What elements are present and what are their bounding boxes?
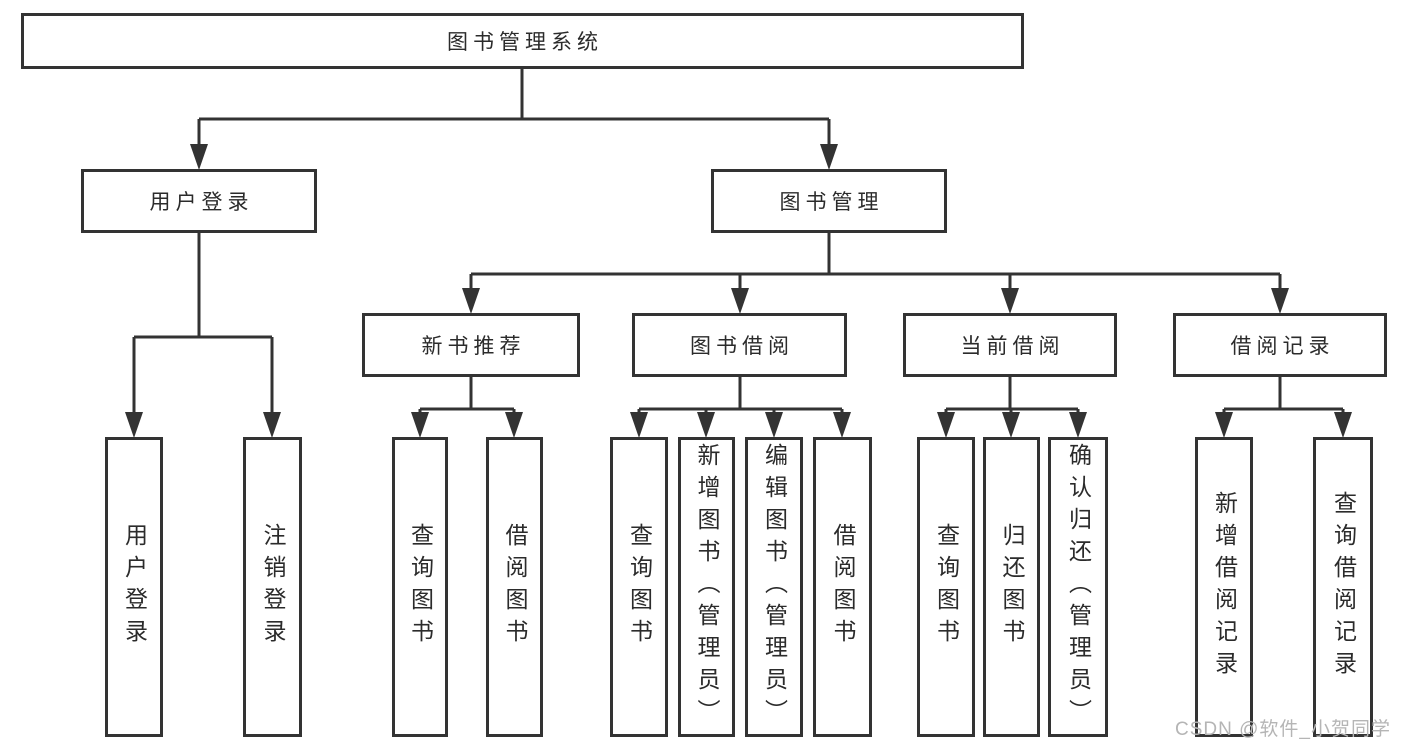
node-system-root: 图书管理系统 [21, 13, 1024, 69]
leaf-newbooks-borrow-books: 借阅图书 [486, 437, 543, 737]
leaf-label: 查询图书 [626, 523, 653, 651]
leaf-borrowing-edit-books-admin: 编辑图书（管理员） [745, 437, 803, 737]
node-borrowing-records: 借阅记录 [1173, 313, 1387, 377]
leaf-label: 查询图书 [933, 523, 960, 651]
node-label: 借阅记录 [1230, 335, 1335, 358]
node-label: 新书推荐 [421, 335, 526, 358]
leaf-borrowing-query-books: 查询图书 [610, 437, 668, 737]
leaf-newbooks-query-books: 查询图书 [392, 437, 448, 737]
leaf-label: 新增借阅记录 [1211, 491, 1238, 683]
leaf-records-add-record: 新增借阅记录 [1195, 437, 1253, 737]
node-label: 用户登录 [149, 191, 254, 214]
leaf-label: 注销登录 [260, 523, 286, 651]
leaf-borrowing-add-books-admin: 新增图书（管理员） [678, 437, 735, 737]
leaf-label: 查询借阅记录 [1330, 491, 1357, 683]
node-book-management-branch: 图书管理 [711, 169, 947, 233]
node-current-borrowing: 当前借阅 [903, 313, 1117, 377]
leaf-records-query-record: 查询借阅记录 [1313, 437, 1373, 737]
leaf-current-return-books: 归还图书 [983, 437, 1040, 737]
leaf-label: 查询图书 [407, 523, 434, 651]
node-user-login-branch: 用户登录 [81, 169, 317, 233]
node-new-book-recommend: 新书推荐 [362, 313, 580, 377]
csdn-watermark: CSDN @软件_小贺同学 [1175, 719, 1391, 740]
leaf-current-query-books: 查询图书 [917, 437, 975, 737]
leaf-label: 借阅图书 [502, 523, 528, 651]
leaf-label: 归还图书 [999, 523, 1025, 651]
leaf-label: 确认归还（管理员） [1065, 443, 1092, 731]
node-label: 当前借阅 [960, 335, 1065, 358]
node-label: 图书管理 [779, 191, 884, 214]
node-label: 图书借阅 [690, 335, 794, 358]
leaf-current-confirm-return-admin: 确认归还（管理员） [1048, 437, 1108, 737]
leaf-user-login: 用户登录 [105, 437, 163, 737]
leaf-label: 编辑图书（管理员） [761, 443, 788, 731]
leaf-logout: 注销登录 [243, 437, 302, 737]
leaf-label: 新增图书（管理员） [694, 443, 720, 731]
leaf-label: 用户登录 [121, 523, 148, 651]
leaf-label: 借阅图书 [830, 523, 856, 651]
leaf-borrowing-borrow-books: 借阅图书 [813, 437, 872, 737]
node-book-borrowing: 图书借阅 [632, 313, 847, 377]
node-label: 图书管理系统 [447, 31, 603, 54]
